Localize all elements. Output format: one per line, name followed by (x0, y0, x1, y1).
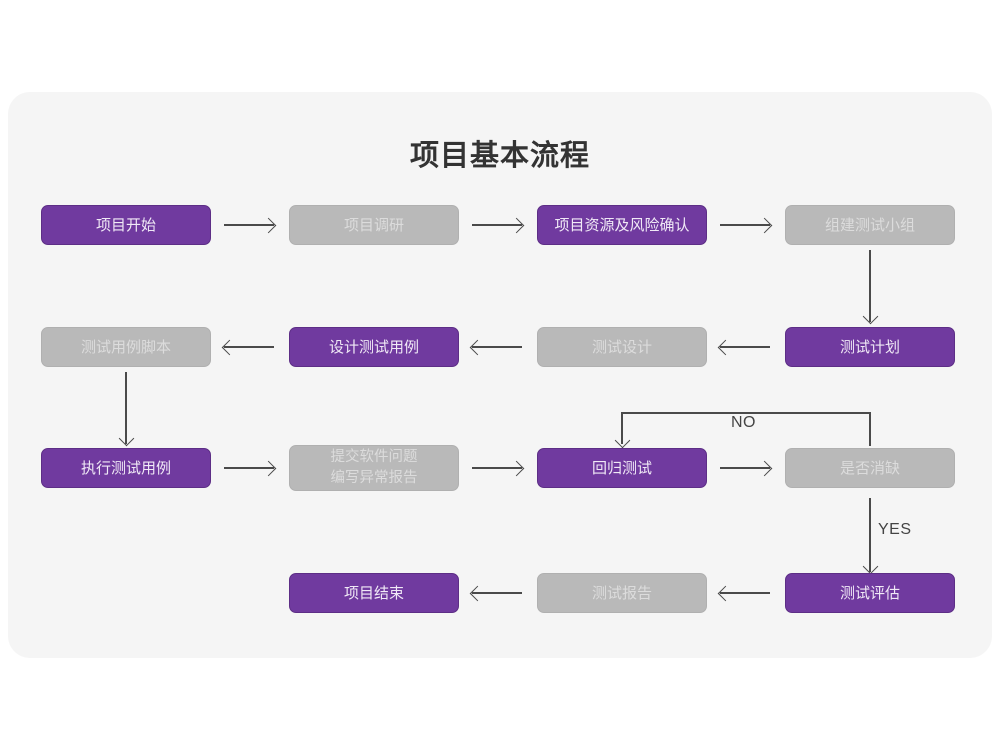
node-build-team[interactable]: 组建测试小组 (785, 205, 955, 245)
arrow-regression-to-defect (720, 460, 773, 476)
arrow-evaluation-to-report (717, 585, 770, 601)
arrow-testdesign-to-designcases (469, 339, 522, 355)
node-test-evaluation[interactable]: 测试评估 (785, 573, 955, 613)
page-title: 项目基本流程 (409, 140, 590, 172)
node-resource-risk[interactable]: 项目资源及风险确认 (537, 205, 707, 245)
arrow-scripts-to-execute (118, 372, 135, 447)
node-test-report[interactable]: 测试报告 (537, 573, 707, 613)
arrow-plan-to-testdesign (717, 339, 770, 355)
node-test-plan[interactable]: 测试计划 (785, 327, 955, 367)
arrow-submit-to-regression (472, 460, 525, 476)
node-case-scripts[interactable]: 测试用例脚本 (41, 327, 211, 367)
node-regression-test[interactable]: 回归测试 (537, 448, 707, 488)
node-test-design[interactable]: 测试设计 (537, 327, 707, 367)
node-project-research[interactable]: 项目调研 (289, 205, 459, 245)
node-execute-cases[interactable]: 执行测试用例 (41, 448, 211, 488)
node-project-end[interactable]: 项目结束 (289, 573, 459, 613)
edge-label-no: NO (731, 414, 756, 431)
arrow-defect-to-evaluation (862, 498, 879, 575)
arrow-team-to-plan (862, 250, 879, 325)
arrow-research-to-risk (472, 217, 525, 233)
arrow-design-to-scripts (221, 339, 274, 355)
node-submit-issues[interactable]: 提交软件问题 编写异常报告 (289, 445, 459, 491)
arrow-report-to-end (469, 585, 522, 601)
node-design-cases[interactable]: 设计测试用例 (289, 327, 459, 367)
node-project-start[interactable]: 项目开始 (41, 205, 211, 245)
node-defect-cleared[interactable]: 是否消缺 (785, 448, 955, 488)
arrow-risk-to-team (720, 217, 773, 233)
flowchart-card (8, 92, 992, 658)
edge-label-yes: YES (878, 521, 912, 538)
arrow-execute-to-submit (224, 460, 277, 476)
arrow-start-to-research (224, 217, 277, 233)
